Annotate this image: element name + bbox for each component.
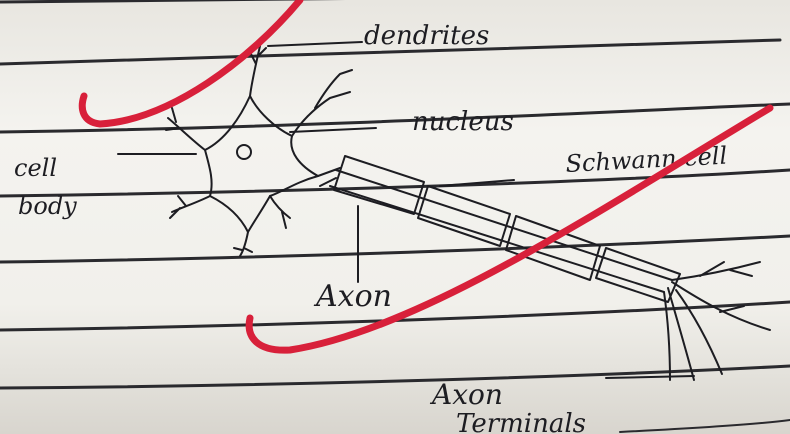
check-mark-top (82, 0, 300, 124)
ruled-line (620, 420, 790, 432)
ruled-line (0, 104, 790, 132)
axon-terminals (664, 262, 770, 380)
label-axon-terminals-line1: Axon (429, 378, 503, 411)
label-axon-terminals-line2: Terminals (456, 409, 586, 434)
label-dendrites: dendrites (364, 21, 489, 51)
label-cell-body-line1: cell (14, 154, 57, 182)
ruled-line (0, 236, 790, 262)
label-nucleus: nucleus (412, 107, 514, 137)
dendrites-pointer (268, 42, 362, 46)
dendrites (166, 46, 352, 256)
nucleus-pointer (290, 128, 376, 132)
correction-marks (82, 0, 770, 350)
schwann-segment (418, 186, 510, 246)
ruled-line (0, 0, 790, 2)
nucleus (237, 145, 251, 159)
terminals-pointer (606, 376, 694, 378)
label-cell-body-line2: body (18, 192, 77, 220)
label-axon: Axon (313, 279, 392, 314)
cell-body (205, 96, 318, 232)
ruled-line (0, 170, 790, 196)
neuron (118, 42, 770, 380)
